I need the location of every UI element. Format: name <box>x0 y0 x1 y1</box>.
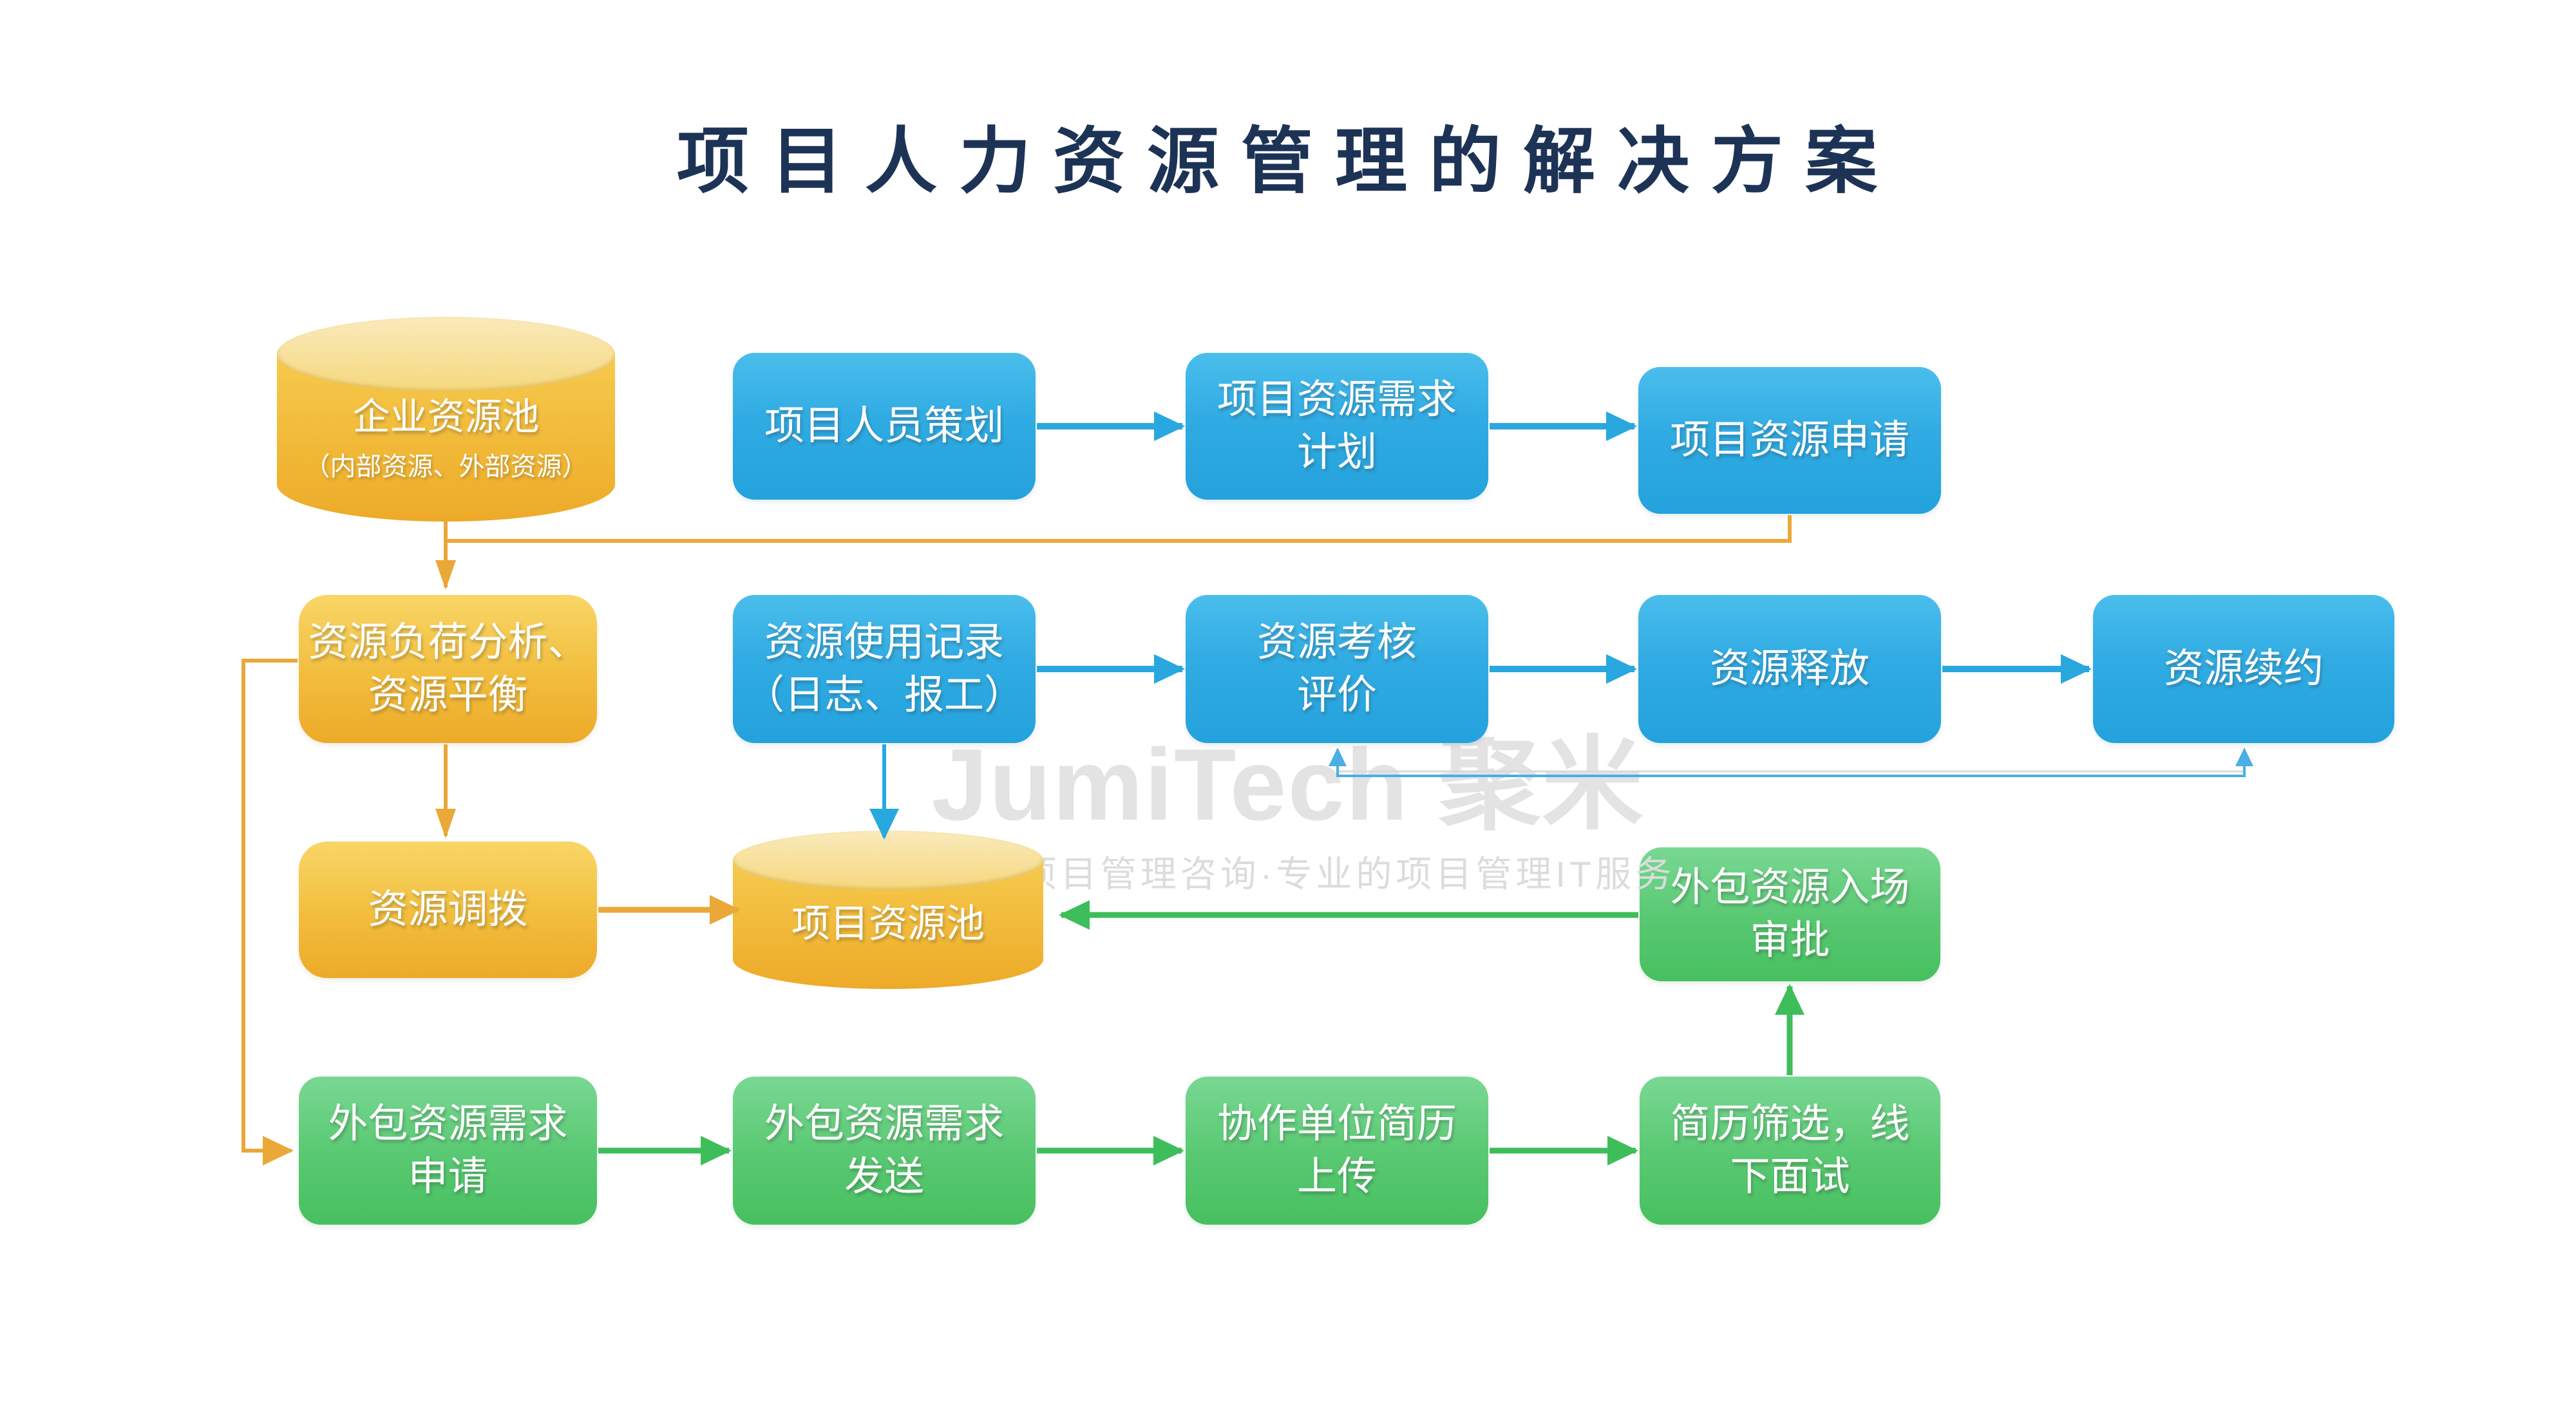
watermark: JumiTech 聚米 卓越的项目管理咨询·专业的项目管理IT服务 <box>876 734 1700 892</box>
node-assessment: 资源考核 评价 <box>1186 595 1488 743</box>
node-label: 企业资源池 <box>352 395 540 438</box>
node-label: 项目资源申请 <box>1669 418 1909 463</box>
node-resource-demand-plan: 项目资源需求 计划 <box>1186 353 1488 500</box>
node-label: 资源负荷分析、 资源平衡 <box>308 620 588 717</box>
node-onboarding-approval: 外包资源入场 审批 <box>1640 847 1940 981</box>
node-label: 资源调拨 <box>368 887 528 932</box>
node-resume-upload: 协作单位简历 上传 <box>1186 1077 1488 1225</box>
cylinder-top-ellipse <box>733 831 1043 890</box>
node-label: 项目人员策划 <box>764 404 1004 449</box>
node-label: 项目资源需求 计划 <box>1217 377 1457 475</box>
node-project-resource-pool: 项目资源池 <box>733 831 1043 989</box>
node-label: 简历筛选，线 下面试 <box>1670 1102 1910 1199</box>
cylinder-top-ellipse <box>277 317 615 391</box>
cylinder-text: 项目资源池 <box>733 831 1043 989</box>
node-label: 外包资源需求 发送 <box>764 1102 1004 1199</box>
watermark-brand: JumiTech 聚米 <box>931 728 1645 842</box>
node-label: 协作单位简历 上传 <box>1217 1102 1457 1199</box>
node-outsource-demand-apply: 外包资源需求 申请 <box>299 1077 597 1225</box>
cylinder-text: 企业资源池 （内部资源、外部资源） <box>277 317 615 522</box>
node-label: 外包资源入场 审批 <box>1670 865 1910 963</box>
node-usage-record: 资源使用记录 （日志、报工） <box>733 595 1036 743</box>
node-outsource-demand-send: 外包资源需求 发送 <box>733 1077 1036 1225</box>
connector-loadanalysis-to-outsourceapply <box>242 659 298 1165</box>
node-personnel-planning: 项目人员策划 <box>733 353 1036 500</box>
node-label: 资源释放 <box>1709 646 1870 692</box>
node-resume-screening: 简历筛选，线 下面试 <box>1640 1077 1940 1225</box>
node-label: 资源续约 <box>2163 646 2324 692</box>
page-title: 项目人力资源管理的解决方案 <box>677 121 1899 202</box>
node-label: 资源使用记录 （日志、报工） <box>744 620 1024 717</box>
node-sublabel: （内部资源、外部资源） <box>304 453 588 482</box>
node-enterprise-resource-pool: 企业资源池 （内部资源、外部资源） <box>277 317 615 522</box>
node-resource-renewal: 资源续约 <box>2093 595 2394 743</box>
connector-apply-to-loadanalysis <box>447 515 1792 543</box>
node-label: 项目资源池 <box>791 902 985 946</box>
node-resource-apply: 项目资源申请 <box>1638 367 1941 514</box>
node-label: 资源考核 评价 <box>1256 620 1417 717</box>
node-label: 外包资源需求 申请 <box>328 1102 568 1199</box>
node-resource-transfer: 资源调拨 <box>299 842 597 978</box>
node-load-analysis: 资源负荷分析、 资源平衡 <box>299 595 597 743</box>
node-resource-release: 资源释放 <box>1638 595 1941 743</box>
